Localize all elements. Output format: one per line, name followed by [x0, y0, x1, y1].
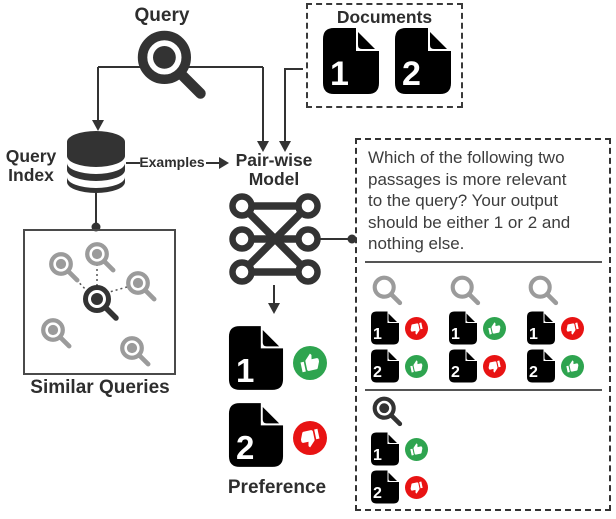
similar-queries-icons — [25, 231, 174, 373]
target-example: 1 2 — [370, 395, 460, 504]
example-query-icon — [371, 274, 404, 307]
similar-query-icon — [122, 338, 148, 364]
example-row: 2 — [370, 349, 434, 383]
target-query-icon — [371, 395, 404, 428]
example-row: 1 — [526, 311, 590, 345]
divider — [365, 389, 602, 391]
document-1-icon: 1 — [322, 27, 380, 95]
thumb-icon — [405, 316, 428, 340]
target-doc-icon: 2 — [370, 470, 400, 504]
example-doc-icon: 2 — [370, 349, 400, 383]
similar-query-icon — [51, 254, 77, 280]
preference-doc-2-number: 2 — [236, 429, 255, 466]
preference-doc-2-icon: 2 — [228, 402, 284, 468]
example-doc-icon: 1 — [526, 311, 556, 345]
target-row: 1 — [370, 432, 460, 466]
prompt-box: Which of the following two passages is m… — [355, 138, 611, 511]
document-2-number: 2 — [402, 55, 421, 93]
examples-edge-label: Examples — [139, 154, 205, 170]
example-doc-icon: 2 — [526, 349, 556, 383]
similar-query-icon — [87, 244, 113, 270]
preference-label: Preference — [227, 477, 327, 498]
similar-queries-label: Similar Queries — [30, 377, 170, 398]
example-column-1: 1 2 — [370, 274, 434, 383]
thumb-icon — [483, 316, 506, 340]
example-row: 1 — [448, 311, 512, 345]
example-query-icon — [527, 274, 560, 307]
prompt-text: Which of the following two passages is m… — [368, 148, 571, 254]
pairwise-model-label: Pair-wise Model — [235, 150, 313, 189]
neural-network-icon — [229, 193, 321, 285]
divider — [365, 261, 602, 263]
example-column-2: 1 2 — [448, 274, 512, 383]
query-magnifier-icon — [134, 27, 210, 103]
example-doc-icon: 1 — [370, 311, 400, 345]
thumb-icon — [483, 354, 506, 378]
thumb-icon — [561, 354, 584, 378]
preference-doc-1-icon: 1 — [228, 325, 284, 391]
example-row: 2 — [448, 349, 512, 383]
thumb-icon — [405, 437, 428, 461]
target-row: 2 — [370, 470, 460, 504]
preference-doc-2-thumb-icon — [293, 421, 327, 455]
thumb-icon — [561, 316, 584, 340]
similar-query-icon — [128, 273, 154, 299]
documents-title: Documents — [336, 7, 433, 27]
example-doc-icon: 2 — [448, 349, 478, 383]
query-index-label: Query Index — [5, 146, 57, 185]
example-row: 2 — [526, 349, 590, 383]
example-query-icon — [449, 274, 482, 307]
query-label: Query — [134, 5, 190, 26]
thumb-icon — [405, 475, 428, 499]
example-row: 1 — [370, 311, 434, 345]
preference-doc-1-number: 1 — [236, 352, 255, 389]
document-1-number: 1 — [330, 55, 349, 93]
thumb-icon — [405, 354, 428, 378]
documents-box: Documents 1 2 — [306, 3, 463, 108]
database-icon — [67, 131, 125, 193]
similar-query-icon — [43, 320, 69, 346]
similar-queries-box — [23, 229, 176, 375]
document-2-icon: 2 — [394, 27, 452, 95]
example-column-3: 1 2 — [526, 274, 590, 383]
example-doc-icon: 1 — [448, 311, 478, 345]
preference-doc-1-thumb-icon — [293, 346, 327, 380]
target-doc-icon: 1 — [370, 432, 400, 466]
